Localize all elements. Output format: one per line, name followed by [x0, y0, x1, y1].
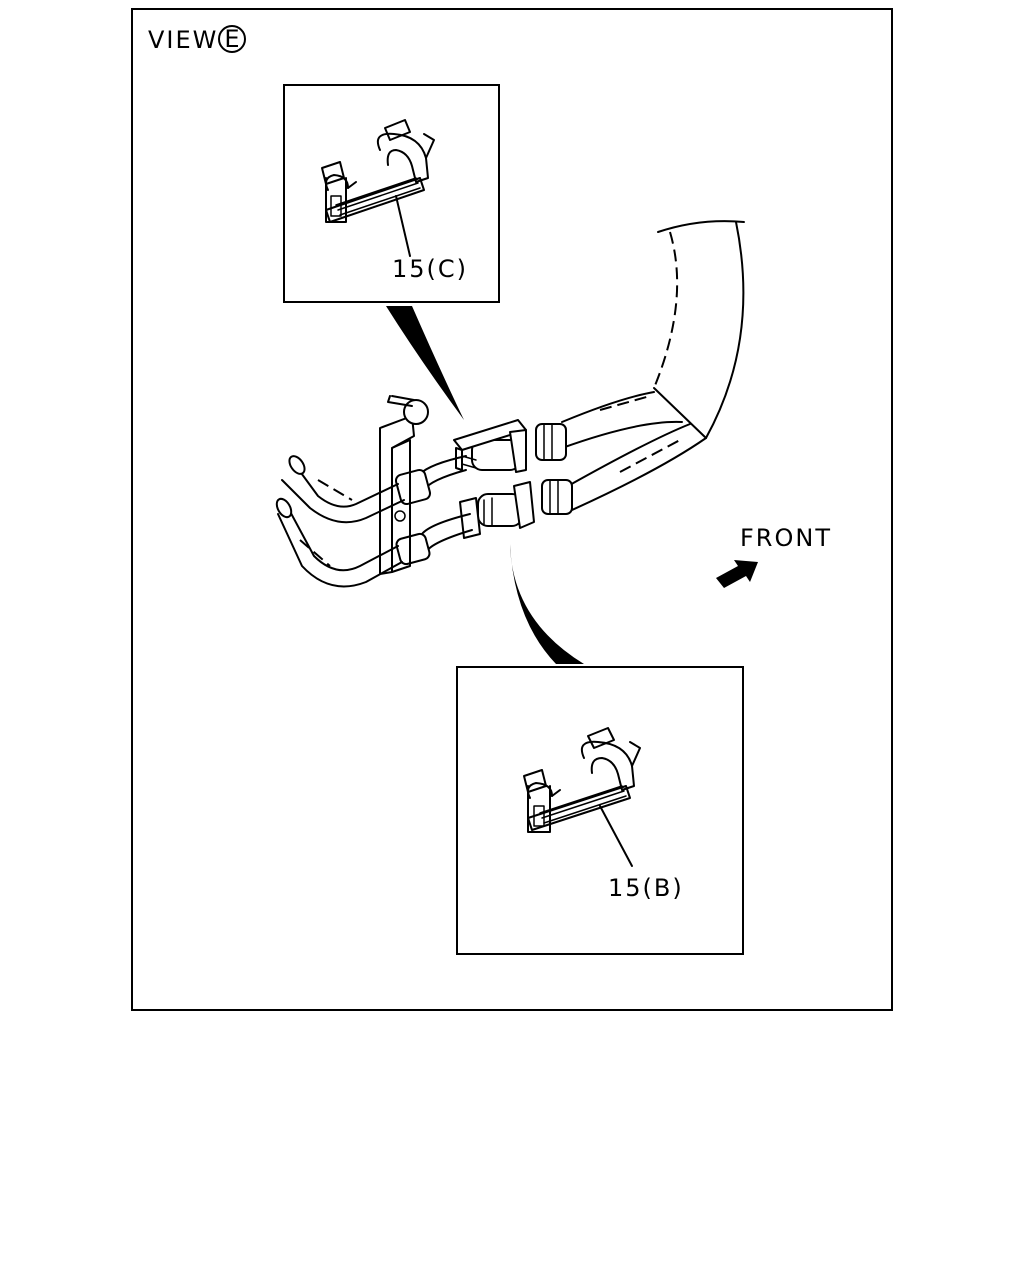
- hose-assembly: [275, 220, 745, 588]
- outer-frame: [131, 8, 893, 1011]
- view-label: VIEW: [148, 26, 218, 54]
- leader-clip-c: [395, 195, 411, 257]
- detail-box-clip-c: 15(C): [283, 84, 500, 303]
- callout-clip-c: 15(C): [392, 255, 468, 283]
- clip-c-drawing: [321, 119, 435, 223]
- clip-b-drawing: [523, 727, 641, 833]
- detail-box-clip-b: 15(B): [456, 666, 744, 955]
- zoom-wedge-top: [386, 306, 464, 420]
- view-marker: E: [218, 25, 246, 53]
- leader-clip-b: [599, 805, 633, 867]
- front-label: FRONT: [740, 524, 832, 552]
- zoom-wedge-bottom: [510, 544, 584, 664]
- svg-text:E: E: [224, 25, 239, 53]
- front-arrow-icon: [716, 560, 758, 588]
- callout-clip-b: 15(B): [608, 874, 684, 902]
